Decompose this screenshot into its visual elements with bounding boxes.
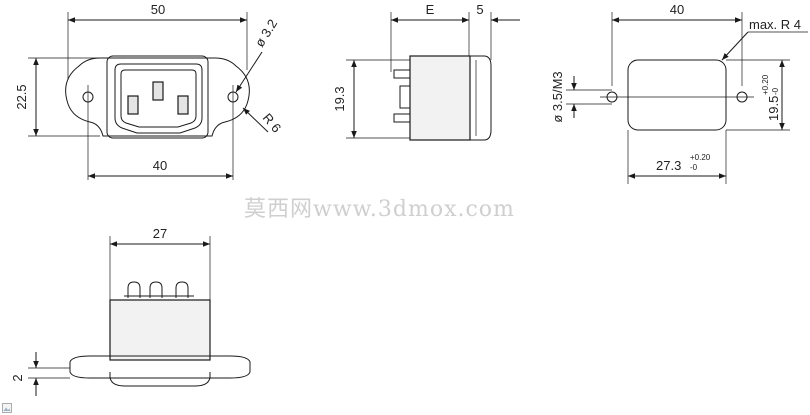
dim-width-holes: 40 (153, 158, 167, 173)
pin-right (177, 95, 189, 115)
dim-hole-diameter: ø 3.2 (252, 17, 280, 50)
dim-thickness: 2 (10, 374, 25, 381)
svg-text:-0: -0 (771, 87, 780, 95)
dim-hole-spacing: 40 (670, 2, 684, 17)
svg-text:+0.20: +0.20 (761, 74, 770, 95)
terminal-mid (399, 85, 411, 109)
terminal-bottom (393, 113, 411, 123)
bottom-lip (109, 372, 211, 387)
pin-earth (152, 81, 164, 101)
terminal-2 (149, 281, 163, 298)
watermark-text: 莫西网www.3dmox.com (244, 197, 515, 222)
dim-corner-radius: max. R 4 (749, 17, 801, 32)
terminal-1 (127, 281, 141, 298)
dim-height: 22.5 (14, 84, 29, 109)
socket-body (106, 55, 209, 139)
terminal-3 (175, 281, 189, 298)
front-view: 50 22.5 ø 3.2 R 6 40 (14, 2, 284, 180)
dim-radius: R 6 (260, 110, 284, 135)
dim-cutout-width: 27.3 +0.20 -0 (656, 153, 711, 173)
svg-text:19.5: 19.5 (766, 96, 781, 121)
pin-left (127, 95, 139, 115)
flange-outline (65, 57, 250, 137)
dim-cutout-height: 19.5 +0.20 -0 (761, 74, 781, 121)
bottom-body (109, 299, 211, 361)
svg-text:-0: -0 (690, 163, 698, 172)
terminal-top (393, 69, 411, 79)
dim-flange: 5 (476, 2, 483, 17)
cutout-view: 40 max. R 4 ø 3.5/M3 19.5 +0.20 -0 27. (550, 2, 808, 184)
svg-text:27.3: 27.3 (656, 158, 681, 173)
bottom-view: 27 2 (10, 226, 251, 396)
socket-cavity (114, 63, 203, 134)
side-flange (469, 55, 492, 141)
svg-text:+0.20: +0.20 (690, 153, 711, 162)
dim-thread: ø 3.5/M3 (550, 71, 565, 122)
dim-bottom-width: 27 (153, 226, 167, 241)
dim-width-overall: 50 (151, 2, 165, 17)
image-icon (2, 403, 12, 413)
side-view: E 5 19.3 (332, 2, 520, 141)
side-body (409, 55, 471, 141)
panel-cutout (627, 59, 727, 131)
bottom-flange (69, 355, 251, 379)
socket-inner (120, 69, 197, 128)
dim-depth: E (426, 2, 435, 17)
dim-side-height: 19.3 (332, 86, 347, 111)
